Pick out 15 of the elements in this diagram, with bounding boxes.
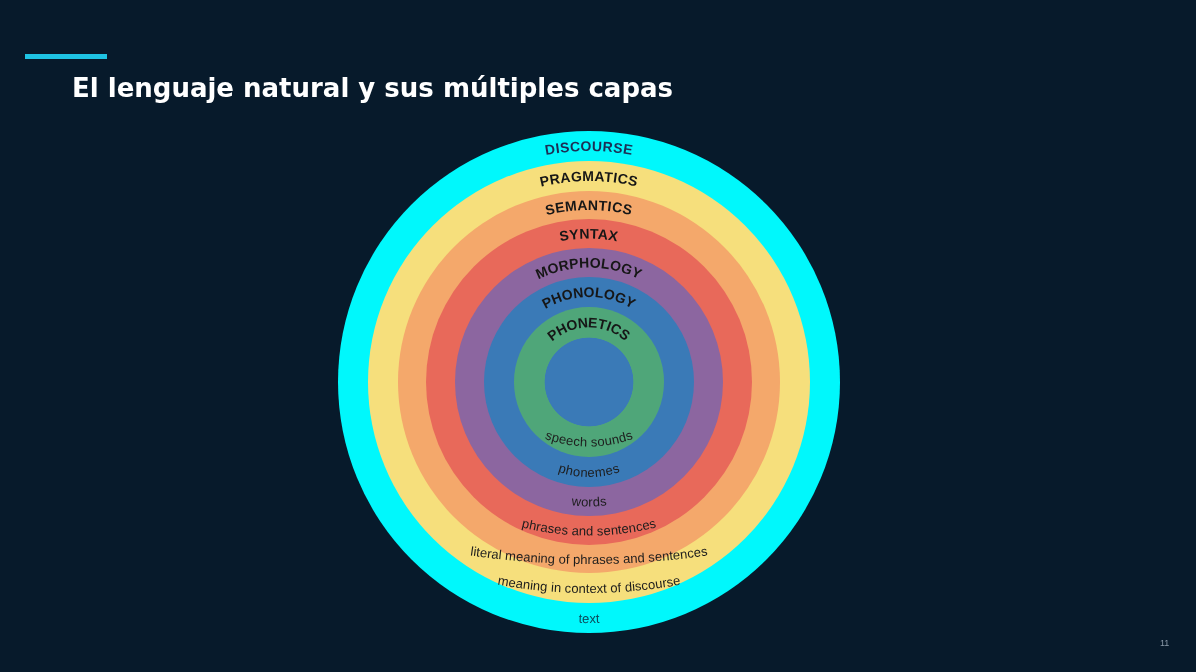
slide-title: El lenguaje natural y sus múltiples capas	[72, 72, 673, 105]
layer-title: SEMANTICS	[543, 196, 635, 219]
layer-description: literal meaning of phrases and sentences	[469, 543, 709, 567]
layer-description: words	[570, 492, 608, 509]
layer-description: speech sounds	[543, 426, 635, 450]
layer-description: meaning in context of discourse	[496, 572, 682, 596]
layer-description: phrases and sentences	[520, 515, 658, 538]
page-number: 11	[1160, 638, 1170, 649]
layer-title: DISCOURSE	[543, 137, 635, 158]
layer-description: text	[578, 610, 600, 626]
layer-title: PRAGMATICS	[538, 168, 640, 190]
layer-title: SYNTAX	[558, 225, 620, 245]
layer-description: phonemes	[557, 459, 621, 480]
layer-title: PHONOLOGY	[539, 284, 639, 312]
layer-title: MORPHOLOGY	[533, 254, 645, 282]
